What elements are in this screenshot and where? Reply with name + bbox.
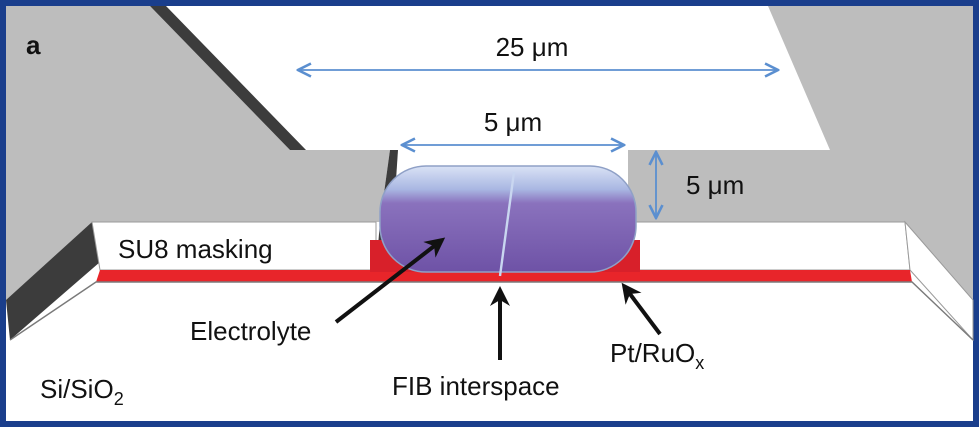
label-substrate: Si/SiO2 [40, 374, 124, 409]
label-fib-interspace: FIB interspace [392, 371, 560, 401]
electrolyte-pointer [334, 237, 446, 324]
label-su8-masking: SU8 masking [118, 234, 273, 264]
panel-label: a [26, 30, 41, 60]
substrate-subscript: 2 [114, 389, 124, 409]
electrode-pointer [621, 282, 662, 336]
su8-top-right [628, 6, 973, 300]
substrate-edge [9, 281, 974, 341]
label-electrolyte: Electrolyte [190, 316, 311, 346]
fib-gap-line [498, 171, 516, 277]
electrode-strip [96, 270, 912, 282]
label-electrode: Pt/RuOx [610, 338, 704, 373]
electrode-main-text: Pt/RuO [610, 338, 695, 368]
trench-shadow-edge [150, 6, 306, 150]
su8-side-right [631, 221, 911, 271]
label-channel-depth: 5 μm [686, 170, 744, 200]
substrate-main-text: Si/SiO [40, 374, 114, 404]
su8-top-left [6, 6, 390, 300]
electrode-subscript: x [695, 353, 704, 373]
label-channel-width: 5 μm [484, 107, 542, 137]
label-top-width: 25 μm [496, 32, 569, 62]
left-shadow-edge [6, 222, 100, 340]
